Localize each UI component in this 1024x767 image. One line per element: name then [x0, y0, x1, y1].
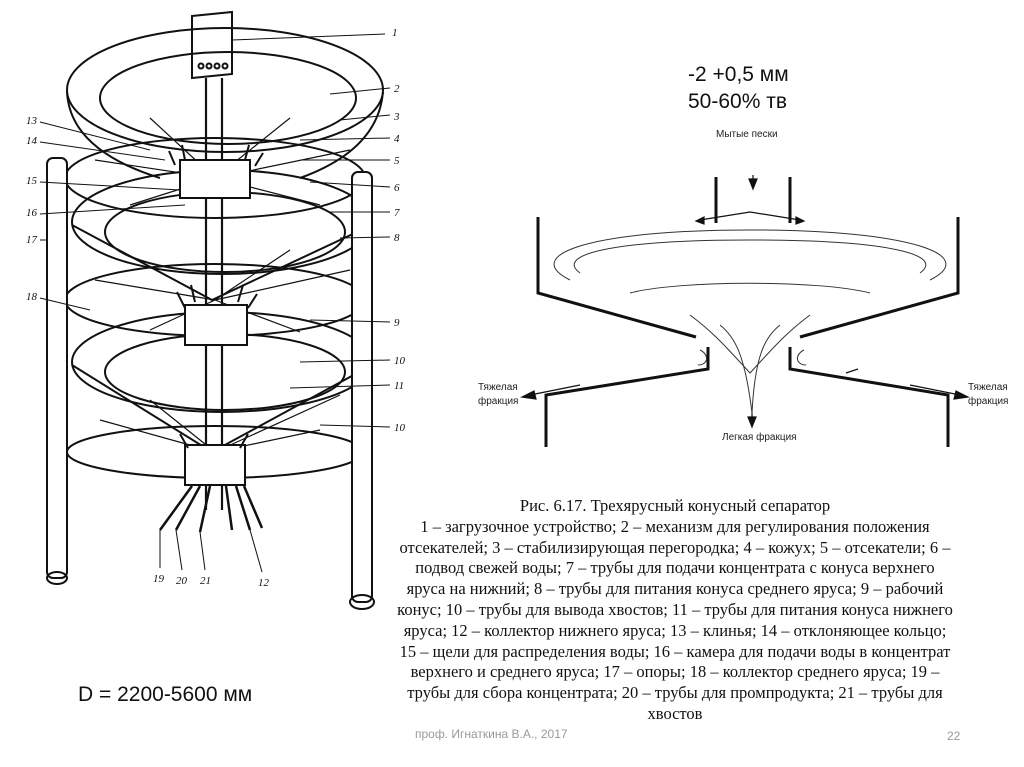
particle-size: -2 +0,5 мм — [688, 63, 789, 86]
heavy-outlet-left — [544, 347, 710, 447]
callout-10b: 10 — [394, 422, 406, 434]
heavy-fraction-left-2: фракция — [478, 395, 518, 407]
callout-18: 18 — [26, 291, 38, 303]
callout-6: 6 — [394, 182, 400, 194]
heavy-fraction-right-2: фракция — [968, 395, 1008, 407]
cone-left-wall — [536, 217, 697, 339]
callout-4: 4 — [394, 133, 400, 145]
callout-14: 14 — [26, 135, 38, 147]
callout-13: 13 — [26, 115, 38, 127]
heavy-fraction-left-1: Тяжелая — [478, 382, 518, 393]
diameter-range: D = 2200-5600 мм — [78, 683, 253, 706]
callout-19: 19 — [153, 573, 165, 585]
callout-3: 3 — [393, 111, 400, 123]
caption-title: Рис. 6.17. Трехярусный конусный сепарато… — [519, 496, 831, 515]
bottom-pipes — [158, 485, 264, 533]
cone-right-wall — [799, 217, 960, 339]
solids-content: 50-60% тв — [688, 90, 787, 113]
separator-drawing: 1 2 3 4 5 6 7 8 9 10 11 10 13 14 15 16 1… — [26, 10, 406, 610]
lower-hub — [184, 444, 246, 486]
callout-17: 17 — [26, 234, 38, 246]
light-fraction-label: Легкая фракция — [722, 431, 797, 443]
callout-1: 1 — [392, 27, 398, 39]
callout-7: 7 — [394, 207, 400, 219]
callout-2: 2 — [394, 83, 400, 95]
heavy-outlet-right — [788, 347, 950, 447]
support-right — [351, 171, 373, 603]
callout-8: 8 — [394, 232, 400, 244]
upper-tier-rim — [66, 27, 384, 153]
input-label: Мытые пески — [716, 129, 778, 140]
caption-body: 1 – загрузочное устройство; 2 – механизм… — [397, 516, 953, 723]
heavy-fraction-right-1: Тяжелая — [968, 382, 1008, 393]
footer-author: проф. Игнаткина В.А., 2017 — [415, 727, 568, 741]
central-shaft — [204, 78, 224, 510]
callout-16: 16 — [26, 207, 38, 219]
cone-schematic: Мытые пески Тяжелая фракция Тяжелая фрак… — [478, 129, 1008, 447]
figure-caption: Рис. 6.17. Трехярусный конусный сепарато… — [395, 496, 955, 725]
callout-15: 15 — [26, 175, 38, 187]
upper-hub — [179, 159, 251, 199]
callout-5: 5 — [394, 155, 400, 167]
callout-20: 20 — [176, 575, 188, 587]
callout-11: 11 — [394, 380, 404, 392]
page-number: 22 — [947, 729, 961, 743]
callout-12: 12 — [258, 577, 270, 589]
middle-hub — [184, 304, 248, 346]
callout-21: 21 — [200, 575, 211, 587]
callout-10a: 10 — [394, 355, 406, 367]
callout-9: 9 — [394, 317, 400, 329]
support-left — [46, 157, 68, 579]
